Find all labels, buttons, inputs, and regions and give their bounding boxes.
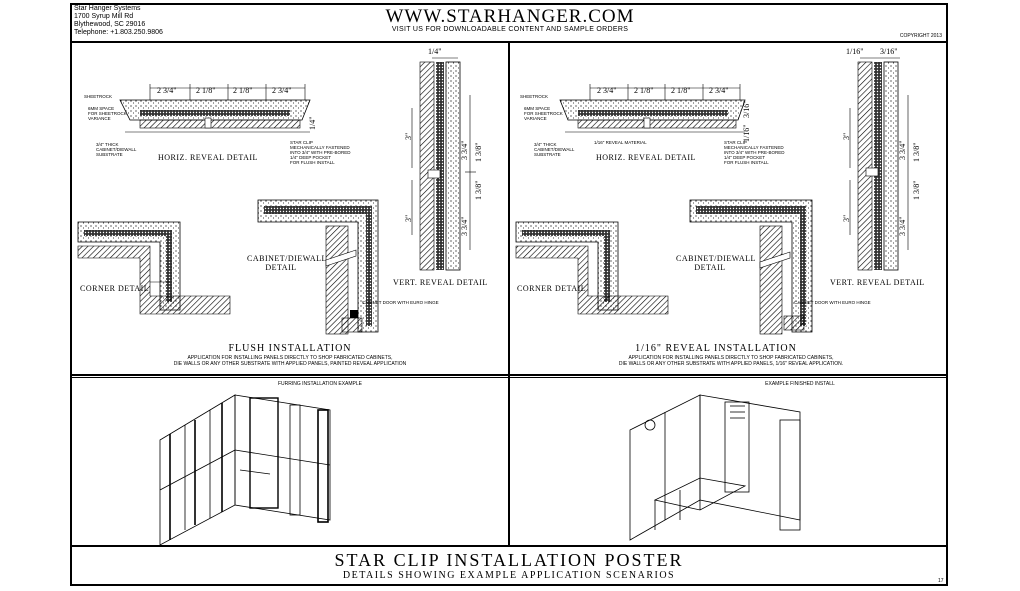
- reveal-vert-dim-5: 3": [842, 214, 851, 222]
- reveal-vert-dim-3: 1 3/8": [912, 142, 921, 163]
- reveal-dim-top-b: 3/16": [880, 47, 898, 56]
- page-number: 17: [938, 578, 944, 584]
- flush-corner-detail: [77, 221, 231, 315]
- flush-label-horiz: HORIZ. REVEAL DETAIL: [158, 153, 258, 162]
- reveal-note-clip: STAR CLIP MECHANICALLY FASTENED INTO 3/4…: [724, 140, 785, 165]
- poster-subtitle: DETAILS SHOWING EXAMPLE APPLICATION SCEN…: [342, 570, 676, 581]
- flush-dim-3: 2 1/8": [233, 86, 253, 95]
- reveal-dim-4: 2 3/4": [709, 86, 729, 95]
- flush-label-vert: VERT. REVEAL DETAIL: [393, 278, 488, 287]
- footer-divider: [70, 545, 948, 547]
- flush-vert-dim-6: 3 3/4": [460, 216, 469, 237]
- reveal-note-substrate-text: 3/4" THICK CABINET/DIEWALL SUBSTRATE: [534, 142, 575, 157]
- reveal-note-substrate: 3/4" THICK CABINET/DIEWALL SUBSTRATE: [534, 142, 574, 157]
- inner-divider-top: [70, 377, 948, 378]
- flush-note-space-text: 6MM SPACE FOR SHEETROCK VARIANCE: [88, 106, 127, 121]
- reveal-title: 1/16" REVEAL INSTALLATION: [635, 343, 797, 354]
- company-street: 1700 Syrup Mill Rd: [74, 13, 134, 20]
- poster-title: STAR CLIP INSTALLATION POSTER: [334, 550, 684, 570]
- furring-isometric: [159, 394, 331, 546]
- reveal-dim-top-a: 1/16": [846, 47, 864, 56]
- finished-title: EXAMPLE FINISHED INSTALL: [765, 381, 835, 387]
- reveal-horiz-detail: [559, 84, 746, 133]
- flush-dim-side: 1/4": [308, 116, 317, 131]
- flush-dim-4: 2 3/4": [272, 86, 292, 95]
- reveal-dim-2: 2 1/8": [634, 86, 654, 95]
- flush-application-text: APPLICATION FOR INSTALLING PANELS DIRECT…: [173, 355, 407, 367]
- reveal-application-text: APPLICATION FOR INSTALLING PANELS DIRECT…: [618, 355, 844, 367]
- reveal-label-cabinet: CABINET/DIEWALL DETAIL: [676, 254, 756, 272]
- company-info: Star Hanger Systems 1700 Syrup Mill Rd B…: [74, 5, 163, 37]
- reveal-dim-side-a: 3/16": [742, 100, 751, 119]
- flush-note-space: 6MM SPACE FOR SHEETROCK VARIANCE: [88, 106, 127, 121]
- website-title[interactable]: WWW.STARHANGER.COM: [385, 6, 635, 27]
- flush-vert-dim-2: 3 3/4": [460, 140, 469, 161]
- flush-vert-dim-4: 1 3/8": [474, 180, 483, 201]
- reveal-vert-dim-4: 1 3/8": [912, 180, 921, 201]
- reveal-note-space-text: 6MM SPACE FOR SHEETROCK VARIANCE: [524, 106, 563, 121]
- flush-application: APPLICATION FOR INSTALLING PANELS DIRECT…: [120, 355, 460, 367]
- reveal-vert-dim-2: 3 3/4": [898, 140, 907, 161]
- reveal-note-material: 1/16" REVEAL MATERIAL: [594, 140, 647, 145]
- reveal-note-door: CABINET DOOR WITH EURO HINGE: [794, 300, 871, 305]
- company-city: Blythewood, SC 29016: [74, 21, 146, 28]
- flush-title: FLUSH INSTALLATION: [228, 343, 352, 354]
- finished-isometric: [629, 394, 801, 541]
- reveal-corner-detail: [515, 221, 669, 315]
- reveal-application: APPLICATION FOR INSTALLING PANELS DIRECT…: [556, 355, 906, 367]
- column-divider-top: [508, 41, 510, 375]
- flush-note-clip-text: STAR CLIP MECHANICALLY FASTENED INTO 3/4…: [290, 140, 351, 165]
- poster-frame: [70, 3, 948, 586]
- flush-label-cabinet-text: CABINET/DIEWALL DETAIL: [247, 254, 327, 272]
- flush-vert-dim-3: 1 3/8": [474, 142, 483, 163]
- reveal-label-cabinet-text: CABINET/DIEWALL DETAIL: [676, 254, 756, 272]
- reveal-label-vert: VERT. REVEAL DETAIL: [830, 278, 925, 287]
- flush-label-corner: CORNER DETAIL: [80, 284, 150, 293]
- flush-note-clip: STAR CLIP MECHANICALLY FASTENED INTO 3/4…: [290, 140, 351, 165]
- flush-dim-top: 1/4": [428, 47, 442, 56]
- reveal-label-corner: CORNER DETAIL: [517, 284, 587, 293]
- reveal-dim-3: 2 1/8": [671, 86, 691, 95]
- furring-title: FURRING INSTALLATION EXAMPLE: [278, 381, 362, 387]
- flush-note-substrate: 3/4" THICK CABINET/DIEWALL SUBSTRATE: [96, 142, 136, 157]
- company-phone: Telephone: +1.803.250.9806: [74, 29, 163, 36]
- reveal-label-horiz: HORIZ. REVEAL DETAIL: [596, 153, 696, 162]
- copyright: COPYRIGHT 2013: [899, 33, 942, 39]
- reveal-cabinet-detail: [689, 199, 813, 335]
- reveal-note-sheetrock: SHEETROCK: [520, 94, 549, 99]
- reveal-dim-1: 2 3/4": [597, 86, 617, 95]
- reveal-note-clip-text: STAR CLIP MECHANICALLY FASTENED INTO 3/4…: [724, 140, 785, 165]
- reveal-vert-dim-6: 3 3/4": [898, 216, 907, 237]
- company-name: Star Hanger Systems: [74, 5, 141, 12]
- reveal-vert-dim-1: 3": [842, 132, 851, 140]
- flush-note-door: CABINET DOOR WITH EURO HINGE: [362, 300, 439, 305]
- column-divider-bottom: [508, 374, 510, 546]
- reveal-note-space: 6MM SPACE FOR SHEETROCK VARIANCE: [524, 106, 563, 121]
- flush-dim-1: 2 3/4": [157, 86, 177, 95]
- flush-note-substrate-text: 3/4" THICK CABINET/DIEWALL SUBSTRATE: [96, 142, 137, 157]
- flush-dim-2: 2 1/8": [196, 86, 216, 95]
- flush-vert-detail: [411, 57, 476, 271]
- flush-note-sheetrock: SHEETROCK: [84, 94, 113, 99]
- flush-horiz-detail: [119, 84, 311, 133]
- flush-vert-dim-1: 3": [404, 132, 413, 140]
- flush-label-cabinet: CABINET/DIEWALL DETAIL: [247, 254, 327, 272]
- tagline: VISIT US FOR DOWNLOADABLE CONTENT AND SA…: [391, 26, 629, 33]
- flush-vert-dim-5: 3": [404, 214, 413, 222]
- flush-cabinet-detail: [257, 199, 379, 335]
- reveal-vert-detail: [849, 57, 909, 271]
